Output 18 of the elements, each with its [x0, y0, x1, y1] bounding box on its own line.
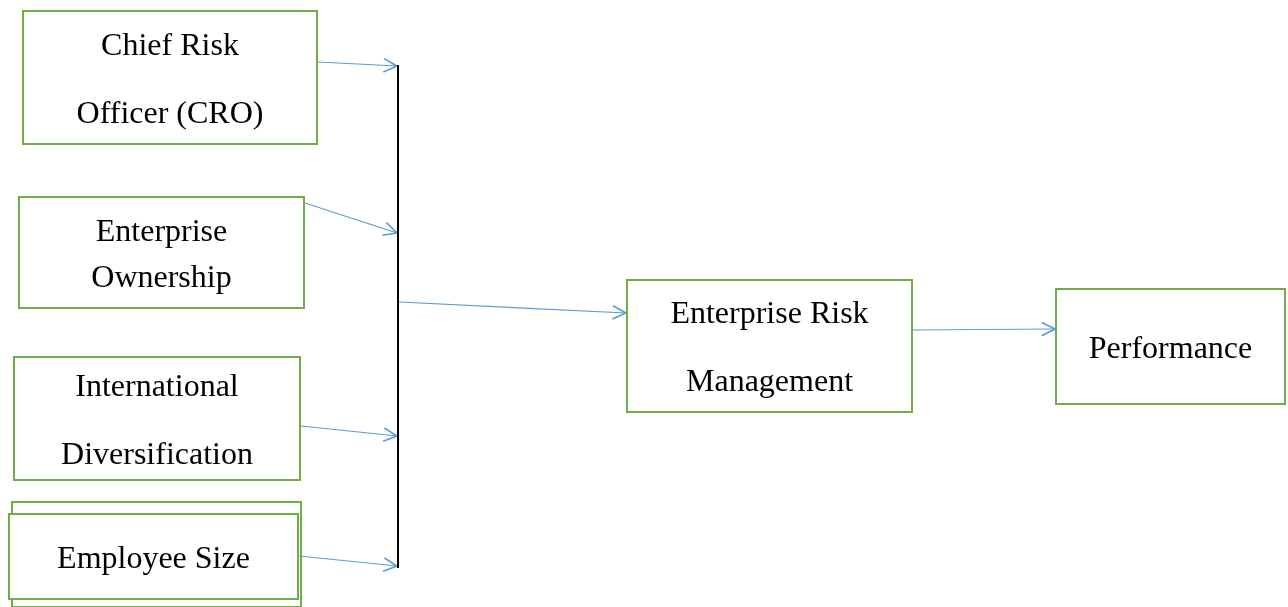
arrow: [300, 425, 398, 443]
process-box: [8, 513, 299, 600]
box-label: Chief Risk Officer (CRO): [75, 24, 265, 132]
box-label: Performance: [1087, 327, 1254, 367]
process-box: [626, 279, 913, 413]
arrow: [912, 321, 1056, 337]
box-label: International Diversification: [60, 365, 254, 473]
box-label: Employee Size: [56, 537, 251, 577]
process-box: [18, 196, 305, 309]
box-label: Enterprise Ownership: [90, 210, 233, 296]
arrow: [317, 57, 398, 73]
arrow: [298, 555, 398, 573]
box-label: Enterprise Risk Management: [669, 293, 870, 400]
process-box: [13, 356, 301, 481]
arrow: [398, 301, 627, 320]
arrow: [304, 202, 398, 236]
process-box: [22, 10, 318, 145]
process-box: [1055, 288, 1286, 405]
